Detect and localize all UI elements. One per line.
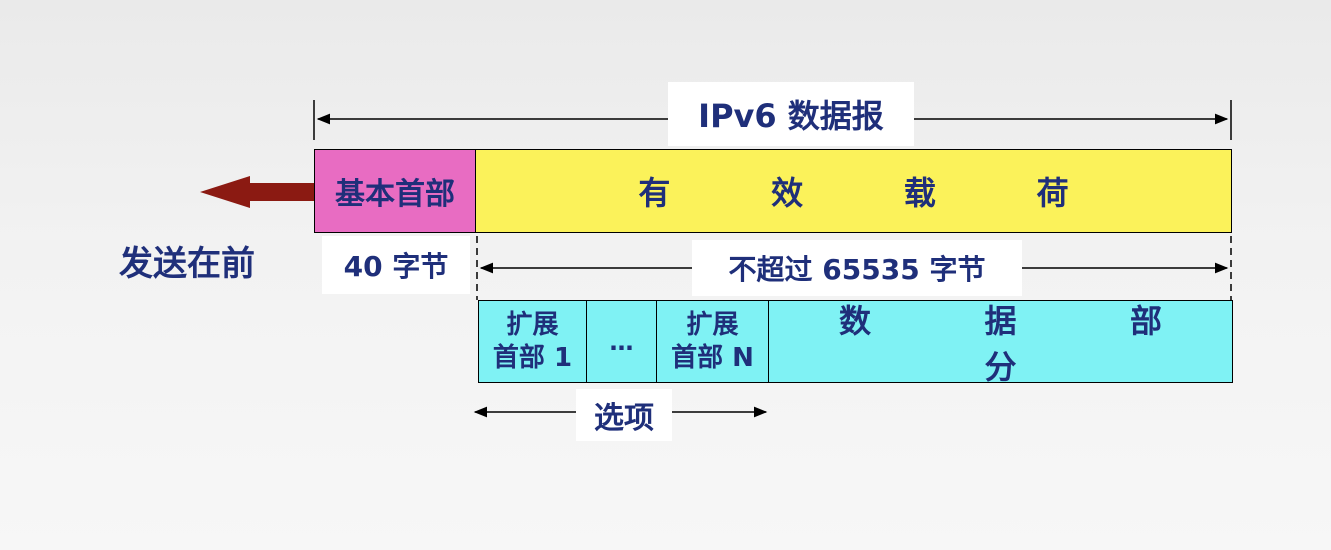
send-first-label: 发送在前 — [119, 244, 255, 284]
payload-block: 有 效 载 荷 — [476, 149, 1232, 233]
data-part-block: 数 据 部 分 — [769, 301, 1232, 386]
extension-header-1-line2: 首部 1 — [492, 342, 573, 373]
send-first-arrow — [200, 176, 314, 208]
payload-size: 不超过 65535 字节 — [692, 240, 1022, 296]
base-header-size: 40 字节 — [322, 236, 470, 294]
base-header-block: 基本首部 — [314, 149, 476, 233]
datagram-title: IPv6 数据报 — [668, 82, 914, 146]
extension-header-1-line1: 扩展 — [506, 310, 559, 340]
options-label: 选项 — [576, 389, 672, 441]
extension-header-n-line1: 扩展 — [686, 310, 739, 340]
data-part-label: 数 据 部 分 — [838, 301, 1214, 386]
extension-ellipsis: … — [587, 301, 657, 382]
payload-label: 有 效 载 荷 — [638, 174, 1114, 212]
extension-row: 扩展 首部 1 … 扩展 首部 N 数 据 部 分 — [478, 300, 1233, 386]
options-label-text: 选项 — [594, 401, 654, 436]
extension-header-1: 扩展 首部 1 — [479, 301, 587, 382]
extension-header-n-line2: 首部 N — [671, 342, 754, 373]
base-header-size-text: 40 字节 — [343, 250, 449, 283]
extension-header-n: 扩展 首部 N — [657, 301, 769, 382]
datagram-title-text: IPv6 数据报 — [698, 97, 884, 135]
payload-size-text: 不超过 65535 字节 — [728, 253, 986, 286]
base-header-label: 基本首部 — [335, 177, 455, 212]
